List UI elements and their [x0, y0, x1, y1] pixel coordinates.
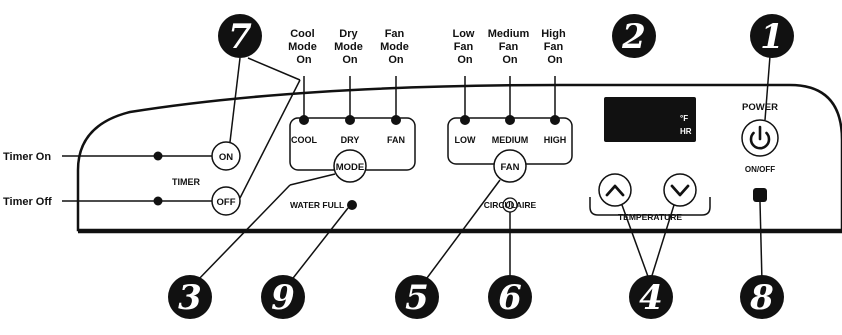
- panel-outline: [76, 83, 842, 232]
- cool-mode-on-label: Cool Mode On: [288, 28, 320, 66]
- timer-off-button-label: OFF: [217, 197, 236, 208]
- svg-text:2: 2: [621, 17, 646, 57]
- fan-button[interactable]: FAN: [493, 149, 527, 183]
- timer-label: TIMER: [172, 177, 200, 187]
- callout-9: 9: [261, 275, 305, 319]
- callout-7: 7: [218, 14, 262, 58]
- mode-button-label: MODE: [336, 162, 365, 173]
- svg-text:4: 4: [639, 278, 663, 318]
- water-full-indicator-led: [347, 200, 357, 210]
- high-fan-on-label: High Fan On: [541, 28, 569, 66]
- dry-label: DRY: [341, 135, 360, 145]
- temperature-label: TEMPERATURE: [618, 212, 682, 222]
- dry-mode-on-label: Dry Mode On: [334, 28, 366, 66]
- medium-fan-on-label: Medium Fan On: [488, 28, 533, 66]
- mode-indicator-labels: Cool Mode On Dry Mode On Fan Mode On: [288, 28, 412, 66]
- power-icon: [749, 125, 771, 150]
- timer-on-button-label: ON: [219, 152, 233, 163]
- high-label: HIGH: [544, 135, 567, 145]
- svg-text:9: 9: [271, 278, 295, 318]
- svg-text:1: 1: [760, 17, 784, 57]
- callout-leaders: [195, 55, 771, 283]
- timer-on-side-label: Timer On: [3, 151, 51, 163]
- svg-text:6: 6: [498, 278, 522, 318]
- fan-indicator-labels: Low Fan On Medium Fan On High Fan On: [452, 28, 569, 66]
- indicator-leaders: [303, 76, 556, 120]
- fan-mode-indicator-led: [391, 115, 401, 125]
- temperature-bracket: [589, 197, 711, 216]
- svg-text:8: 8: [749, 278, 774, 318]
- display-unit-hr: HR: [680, 127, 692, 136]
- on-off-label: ON/OFF: [745, 165, 775, 174]
- mode-button[interactable]: MODE: [333, 149, 367, 183]
- callout-1: 1: [750, 14, 794, 58]
- medium-label: MEDIUM: [492, 135, 529, 145]
- chevron-up-icon: [605, 184, 625, 197]
- fan-button-label: FAN: [501, 162, 520, 173]
- cool-indicator-led: [299, 115, 309, 125]
- digital-display: [604, 97, 696, 142]
- low-fan-on-label: Low Fan On: [452, 28, 477, 66]
- temperature-up-button[interactable]: [598, 173, 632, 207]
- high-fan-indicator-led: [550, 115, 560, 125]
- fan-mode-label: FAN: [387, 135, 405, 145]
- chevron-down-icon: [670, 184, 690, 197]
- svg-text:3: 3: [178, 278, 202, 318]
- callout-5: 5: [395, 275, 439, 319]
- timer-off-indicator-led: [153, 196, 163, 206]
- circulaire-button[interactable]: [502, 197, 518, 213]
- svg-text:5: 5: [405, 278, 429, 318]
- cool-label: COOL: [291, 135, 318, 145]
- fan-mode-on-label: Fan Mode On: [380, 28, 412, 66]
- low-fan-indicator-led: [460, 115, 470, 125]
- circulaire-label: CIRCULAIRE: [484, 200, 537, 210]
- water-full-label: WATER FULL: [290, 200, 344, 210]
- callout-4: 4: [629, 275, 673, 319]
- timer-on-button[interactable]: ON: [211, 141, 241, 171]
- power-label: POWER: [742, 102, 778, 113]
- timer-off-button[interactable]: OFF: [211, 186, 241, 216]
- square-indicator: [753, 188, 767, 202]
- callout-3: 3: [168, 275, 212, 319]
- display-unit-f: °F: [680, 114, 688, 123]
- timer-off-side-label: Timer Off: [3, 196, 52, 208]
- timer-on-indicator-led: [153, 151, 163, 161]
- callout-6: 6: [488, 275, 532, 319]
- temperature-down-button[interactable]: [663, 173, 697, 207]
- callout-8: 8: [740, 275, 784, 319]
- medium-fan-indicator-led: [505, 115, 515, 125]
- svg-text:7: 7: [228, 17, 252, 57]
- callout-2: 2: [612, 14, 656, 58]
- dry-indicator-led: [345, 115, 355, 125]
- power-button[interactable]: [741, 119, 779, 157]
- low-label: LOW: [455, 135, 476, 145]
